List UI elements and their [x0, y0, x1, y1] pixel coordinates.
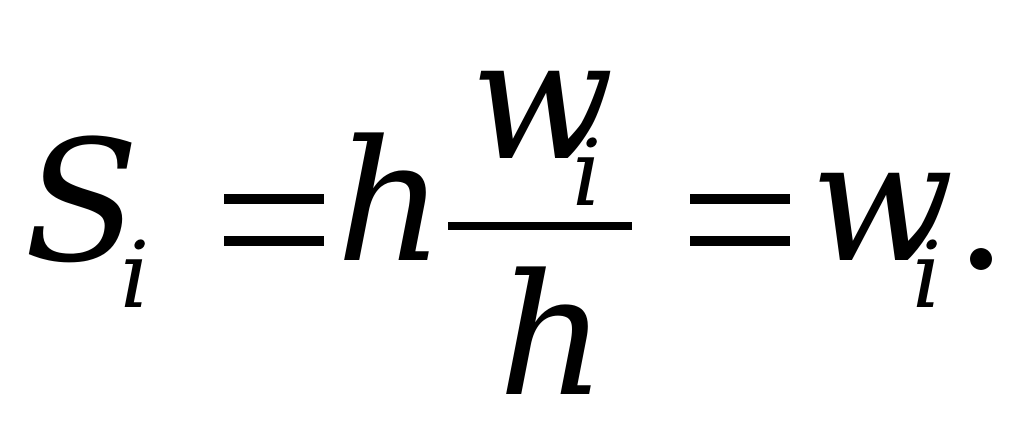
fraction-bar	[448, 222, 632, 230]
denominator-h: h	[498, 238, 607, 434]
period	[970, 248, 992, 270]
coefficient-h: h	[336, 104, 445, 300]
equals-sign-top-2	[690, 194, 790, 204]
subscript-i-lhs: i	[120, 222, 150, 329]
subscript-i-rhs: i	[912, 222, 942, 329]
numerator-w: w	[470, 2, 614, 198]
equals-sign-bottom-2	[690, 236, 790, 246]
numerator-subscript-i: i	[572, 120, 602, 227]
rhs-w: w	[810, 104, 954, 300]
symbol-s: S	[24, 104, 140, 300]
equals-sign-bottom-1	[224, 236, 324, 246]
equals-sign-top-1	[224, 194, 324, 204]
